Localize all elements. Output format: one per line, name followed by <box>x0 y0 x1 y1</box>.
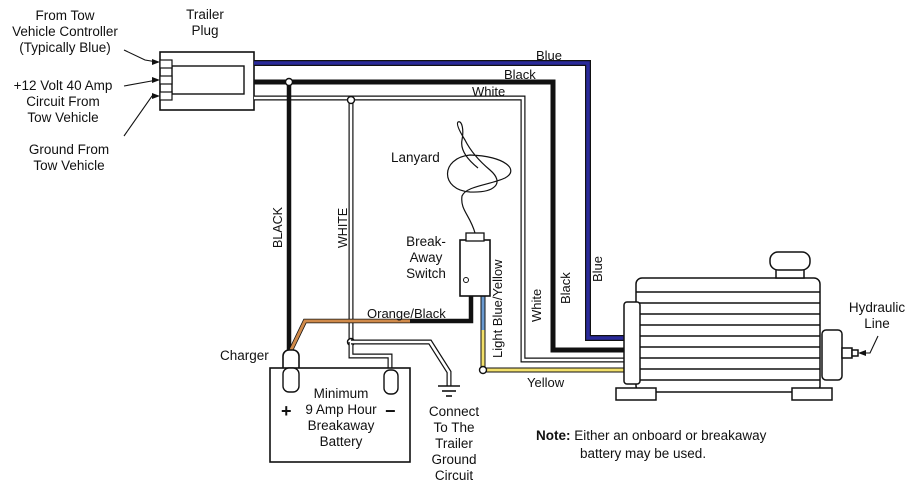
label-trailer-plug: Trailer Plug <box>186 7 224 38</box>
label-breakaway-switch: Break- Away Switch <box>406 234 446 281</box>
hydraulic-arrowhead <box>858 350 866 356</box>
note: Note: Either an onboard or breakaway <box>536 428 766 444</box>
wire-label-white: White <box>472 84 505 99</box>
wire-label-blue-right: Blue <box>590 256 605 282</box>
pump-motor <box>615 251 859 401</box>
hydraulic-pointer <box>862 335 879 354</box>
wire-label-white-right: White <box>529 289 544 322</box>
wire-label-black-right: Black <box>558 272 573 304</box>
note-text-line1: Either an onboard or breakaway <box>574 428 767 443</box>
blue-wire <box>254 60 638 341</box>
label-charger: Charger <box>220 348 269 363</box>
note-text-line2: battery may be used. <box>580 446 707 461</box>
battery <box>269 367 411 463</box>
label-ground-from-tow: Ground From Tow Vehicle <box>28 142 110 173</box>
wire-label-yellow: Yellow <box>527 375 565 390</box>
wire-label-light-blue-yellow: Light Blue/Yellow <box>490 259 505 358</box>
wire-label-black: Black <box>504 67 536 82</box>
wire-label-black-vertical: BLACK <box>271 206 285 248</box>
note-label: Note: <box>536 428 571 443</box>
label-connect-ground: Connect To The Trailer Ground Circuit <box>428 404 480 483</box>
lanyard <box>446 121 512 234</box>
black-junction-dot <box>284 77 294 87</box>
breakaway-switch <box>459 232 491 297</box>
wire-label-orange-black: Orange/Black <box>367 306 446 321</box>
label-hydraulic-line: Hydraulic Line <box>848 300 906 331</box>
trailer-plug <box>159 51 255 111</box>
battery-minus-sign: − <box>385 401 396 421</box>
white-junction-dot <box>346 95 356 105</box>
black-wire <box>254 79 638 353</box>
label-battery: Minimum 9 Amp Hour Breakaway Battery <box>305 386 377 449</box>
label-12v-circuit: +12 Volt 40 Amp Circuit From Tow Vehicle <box>13 78 113 125</box>
ground-symbol <box>438 385 460 397</box>
wire-label-white-vertical: WHITE <box>336 208 350 248</box>
label-from-tow-controller: From Tow Vehicle Controller (Typically B… <box>12 8 118 55</box>
wire-label-blue: Blue <box>536 48 562 63</box>
yellow-junction-dot <box>478 365 488 375</box>
pointer-arrowheads <box>152 59 160 99</box>
battery-plus-sign: + <box>281 401 292 421</box>
label-lanyard: Lanyard <box>391 150 440 165</box>
